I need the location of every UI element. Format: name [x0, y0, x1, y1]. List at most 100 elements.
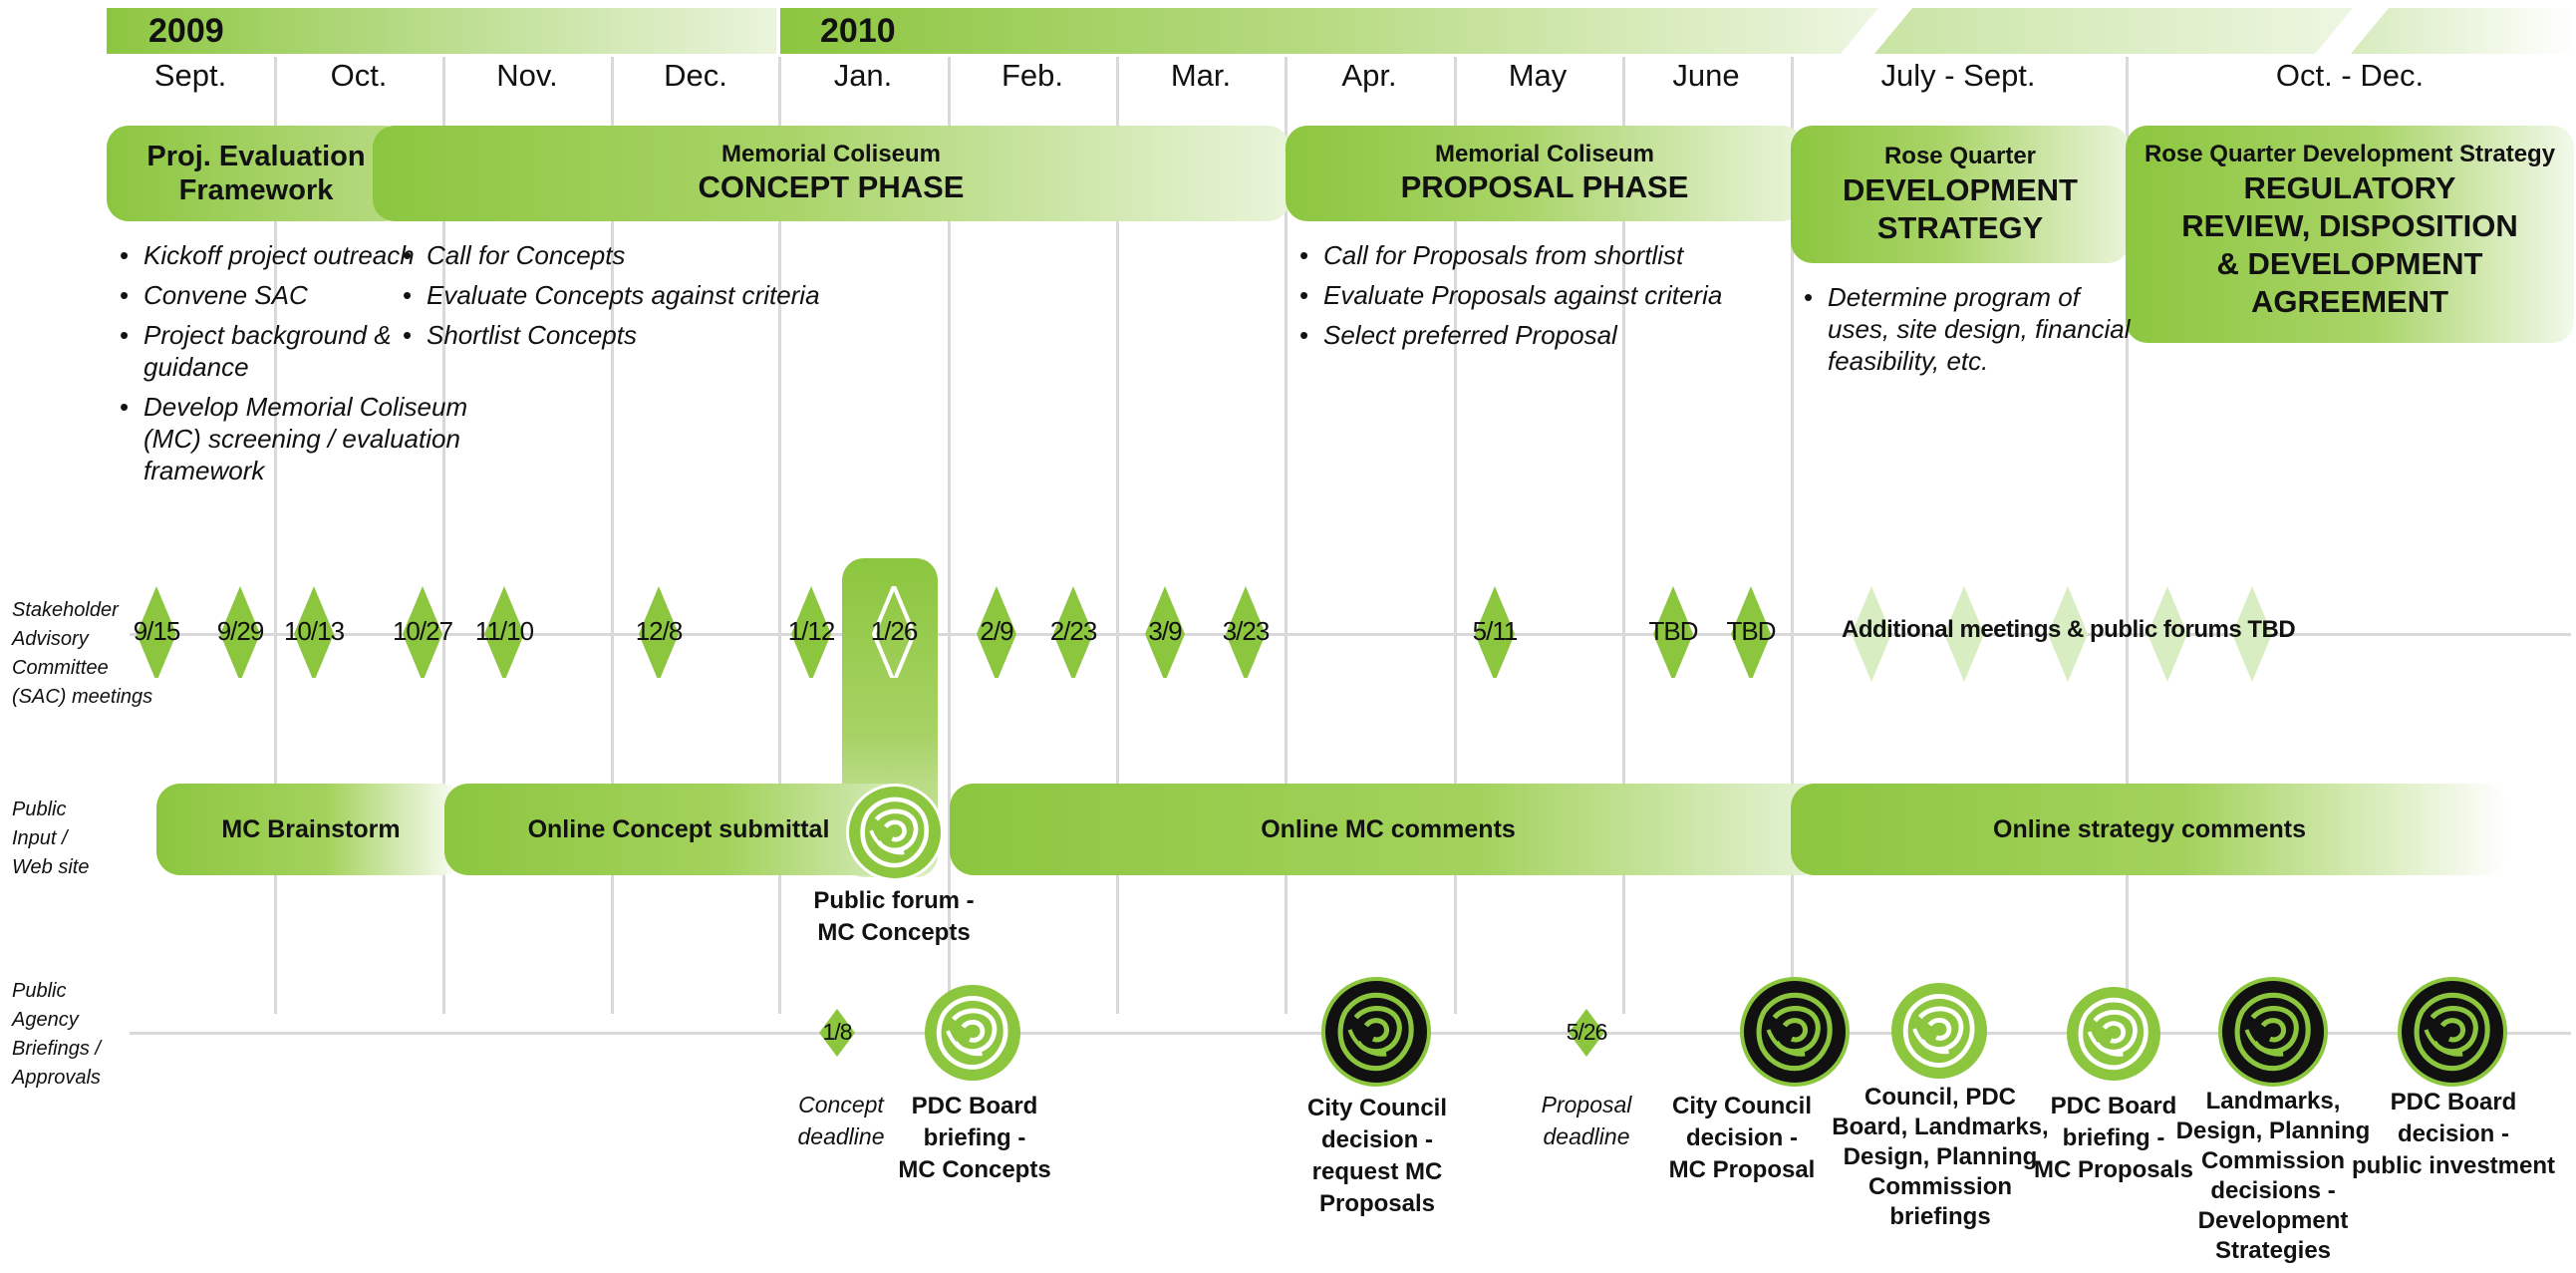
council-briefings-rose-icon [1891, 983, 1987, 1079]
phase-regulatory-title4: AGREEMENT [2250, 284, 2449, 319]
year-2009: 2009 [148, 12, 224, 50]
sac-meeting-date: 3/9 [1148, 616, 1182, 646]
caption-line: Strategies [2214, 1237, 2332, 1264]
phase-devstrat-title2: STRATEGY [1876, 210, 2044, 245]
proposal-bullet-list: Call for Proposals from shortlist Evalua… [1299, 239, 1798, 359]
landmarks-rose-icon [2218, 977, 2328, 1087]
gridline [1285, 57, 1288, 1014]
sac-meeting-date: 9/15 [133, 616, 181, 646]
month-label: Mar. [1170, 58, 1232, 93]
concept-deadline-caption: Concept deadline [798, 1089, 885, 1152]
sac-meeting-date: 5/11 [1472, 616, 1519, 646]
row-label-line: Committee [12, 657, 109, 679]
mc-comments-label: Online MC comments [1261, 815, 1516, 843]
tbd-meetings-diamonds [1852, 586, 2272, 682]
sac-meeting-date: TBD [1726, 616, 1777, 646]
row-label-line: Public [12, 798, 67, 820]
phase-regulatory-title3: & DEVELOPMENT [2216, 246, 2483, 281]
sac-meeting-date: 2/9 [980, 616, 1013, 646]
pdc-briefing-rose-icon [925, 985, 1020, 1081]
sac-meeting-date: 10/27 [392, 616, 453, 646]
sac-meeting-date: 2/23 [1049, 616, 1098, 646]
phase-regulatory-title1: REGULATORY [2243, 170, 2456, 205]
caption-line: deadline [1543, 1123, 1630, 1149]
sac-meeting-date: 10/13 [283, 616, 345, 646]
caption-line: Design, Planning [1843, 1143, 2038, 1170]
sac-meeting-date: 12/8 [635, 616, 684, 646]
caption-line: Commission [2200, 1147, 2346, 1174]
online-strategy-comments-bar: Online strategy comments [1791, 784, 2508, 875]
sac-meeting-diamond [639, 586, 679, 678]
sac-meeting-date: 3/23 [1222, 616, 1271, 646]
phase-proposal-title: PROPOSAL PHASE [1400, 169, 1689, 204]
caption-line: Landmarks, [2205, 1088, 2341, 1114]
month-label: Nov. [496, 58, 558, 93]
row-label-line: Briefings / [12, 1038, 101, 1060]
online-mc-comments-bar: Online MC comments [950, 784, 1827, 875]
year-banner-graphic [107, 8, 2576, 54]
caption-line: request MC [1311, 1158, 1443, 1185]
month-label: Apr. [1341, 58, 1397, 93]
month-label: June [1672, 58, 1740, 93]
pdc-proposals-rose-icon [2067, 987, 2160, 1081]
caption-line: Public forum - [813, 887, 975, 914]
month-label: Oct. - Dec. [2275, 58, 2425, 93]
caption-line: decisions - [2210, 1177, 2336, 1204]
sac-meeting-diamond [1731, 586, 1771, 678]
phase-eval-line1: Proj. Evaluation [146, 141, 366, 172]
sac-meeting-diamond [977, 586, 1016, 678]
phase-regulatory-title2: REVIEW, DISPOSITION [2181, 208, 2518, 243]
row-label-line: Input / [12, 827, 68, 849]
caption-line: Design, Planning [2175, 1117, 2371, 1144]
phase-development-strategy: Rose Quarter DEVELOPMENT STRATEGY [1791, 126, 2130, 263]
bullet-item: Call for Proposals from shortlist [1299, 239, 1798, 271]
sac-timeline-line [130, 633, 2571, 636]
caption-line: public investment [2351, 1152, 2556, 1179]
proposal-deadline-caption: Proposal deadline [1542, 1089, 1632, 1152]
proposal-deadline-date: 5/26 [1566, 1019, 1608, 1045]
sac-meeting-diamond [1145, 586, 1185, 678]
year-2010: 2010 [820, 12, 896, 50]
caption-line: Proposals [1318, 1190, 1436, 1217]
city-council-proposal-rose-icon [1740, 977, 1850, 1087]
bullet-item: Project background & guidance [120, 319, 488, 383]
sac-meeting-diamond [1226, 586, 1266, 678]
caption-line: Development [2197, 1207, 2349, 1234]
phase-devstrat-title1: DEVELOPMENT [1843, 172, 2078, 207]
mc-brainstorm-bar: MC Brainstorm [156, 784, 465, 875]
online-concept-submittal-bar: Online Concept submittal [444, 784, 913, 875]
phase-concept: Memorial Coliseum CONCEPT PHASE [373, 126, 1289, 221]
mc-brainstorm-label: MC Brainstorm [221, 815, 401, 843]
caption-line: briefing - [2062, 1124, 2165, 1151]
bullet-item: Select preferred Proposal [1299, 319, 1798, 351]
row-label-line: Public [12, 980, 67, 1002]
pdc-proposals-caption: PDC Board briefing - MC Proposals [2034, 1091, 2193, 1186]
pdc-decision-rose-icon [2398, 977, 2507, 1087]
pdc-briefing-caption: PDC Board briefing - MC Concepts [898, 1091, 1050, 1186]
row-label-line: (SAC) meetings [12, 686, 153, 708]
month-label: May [1508, 58, 1568, 93]
month-label: Dec. [664, 58, 727, 93]
row-label-public-input: Public Input / Web site [12, 796, 89, 882]
caption-line: PDC Board [2050, 1093, 2177, 1119]
gridline [1622, 57, 1625, 1014]
caption-line: Proposal [1541, 1092, 1632, 1117]
bullet-item: Evaluate Proposals against criteria [1299, 279, 1798, 311]
caption-line: MC Proposal [1668, 1156, 1816, 1183]
concept-bullet-list: Call for Concepts Evaluate Concepts agai… [403, 239, 881, 359]
city-council-proposal-caption: City Council decision - MC Proposal [1669, 1091, 1816, 1186]
caption-line: PDC Board [911, 1093, 1038, 1119]
caption-line: briefing - [923, 1124, 1026, 1151]
landmarks-caption: Landmarks, Design, Planning Commission d… [2176, 1087, 2371, 1266]
bullet-item: Evaluate Concepts against criteria [403, 279, 881, 311]
proposal-deadline-marker [1569, 1009, 1604, 1057]
bullet-item: Kickoff project outreach [120, 239, 488, 271]
strategy-comments-label: Online strategy comments [1993, 815, 2306, 843]
caption-line: decision - [1685, 1124, 1799, 1151]
bullet-item: Call for Concepts [403, 239, 881, 271]
sac-meeting-diamond [1475, 586, 1515, 678]
gridline [611, 57, 614, 1014]
month-label: Feb. [1001, 58, 1064, 93]
caption-line: MC Concepts [817, 919, 971, 946]
bullet-item: Convene SAC [120, 279, 488, 311]
